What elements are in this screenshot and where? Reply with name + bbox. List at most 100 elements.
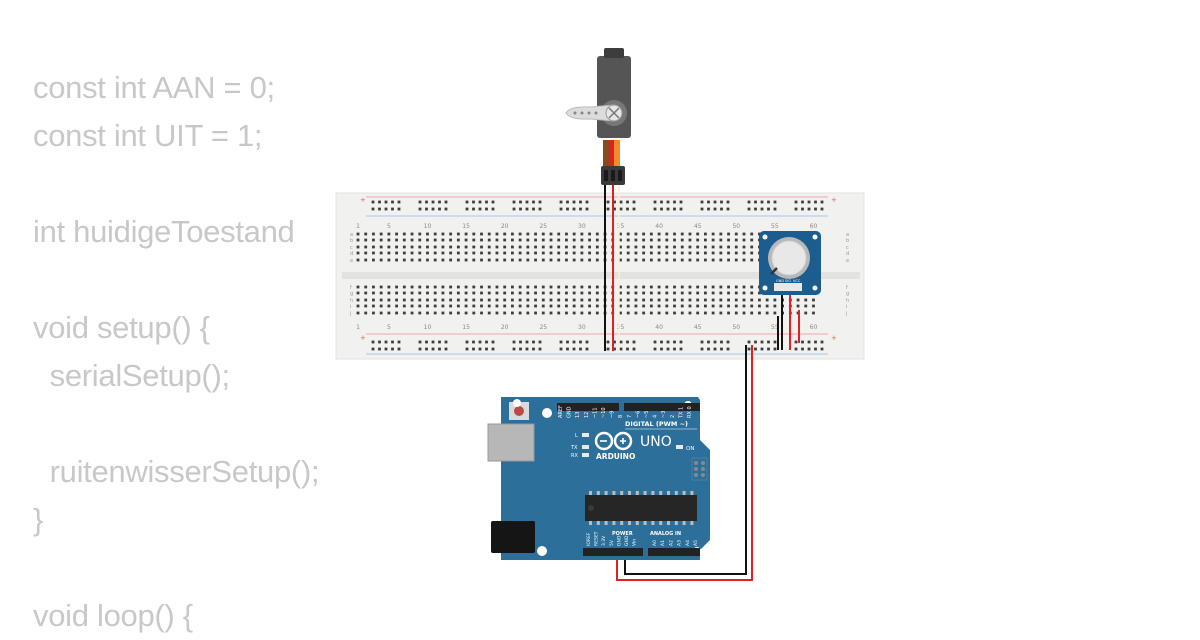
- column-number: 35: [617, 223, 625, 230]
- rail-plus-label: +: [831, 196, 837, 204]
- column-number: 50: [732, 324, 740, 331]
- column-number: 25: [539, 324, 547, 331]
- servo-wire-orange: [614, 140, 620, 170]
- column-number: 50: [732, 223, 740, 230]
- wire-5v-red: [616, 345, 753, 581]
- row-letter: e: [350, 258, 353, 264]
- power-pin-label: 5V: [609, 539, 615, 546]
- row-letter: i: [846, 304, 847, 310]
- analog-pin-label: A2: [668, 540, 674, 546]
- digital-pin-label: ~5: [644, 411, 650, 418]
- potentiometer-knob: [771, 240, 807, 276]
- servo-motor: [565, 48, 631, 185]
- pot-pin-label: GND: [776, 279, 784, 283]
- power-pin-label: Vin: [632, 539, 638, 546]
- code-line: }: [33, 502, 44, 537]
- atmega-chip: [585, 495, 697, 521]
- row-letter: d: [846, 251, 849, 257]
- row-letter: b: [846, 238, 849, 244]
- row-letter: g: [350, 291, 353, 297]
- digital-pin-label: 4: [653, 415, 659, 418]
- power-pin-label: GND: [616, 535, 622, 546]
- digital-pin-label: TX 1: [678, 407, 684, 419]
- row-letter: b: [350, 238, 353, 244]
- wire-gnd-black: [624, 345, 747, 575]
- analog-pin-label: A3: [677, 540, 683, 546]
- code-line: const int AAN = 0;: [33, 70, 275, 105]
- arduino-infinity-logo: [594, 431, 633, 451]
- column-number: 15: [462, 324, 470, 331]
- column-number: 55: [771, 223, 779, 230]
- icsp-header: [691, 457, 708, 481]
- digital-pin-label: AREF: [558, 405, 564, 418]
- rail-plus-label: +: [831, 334, 837, 342]
- digital-pin-label: 12: [584, 412, 590, 418]
- digital-pin-label: ~6: [635, 411, 641, 418]
- power-pin-label: 3.3V: [601, 535, 607, 546]
- on-led-label: ON: [686, 446, 694, 452]
- digital-pin-label: ~10: [601, 407, 607, 418]
- code-line: const int UIT = 1;: [33, 118, 263, 153]
- wires: [604, 184, 800, 581]
- digital-pin-label: 8: [618, 415, 624, 418]
- column-number: 60: [810, 223, 818, 230]
- column-number: 40: [655, 223, 663, 230]
- row-letter: f: [350, 285, 352, 291]
- analog-pin-label: A4: [685, 540, 691, 546]
- analog-pin-label: A0: [652, 540, 658, 546]
- potentiometer-indicator: [770, 267, 778, 275]
- servo-wire-red: [609, 140, 614, 170]
- digital-label: DIGITAL (PWM ~): [625, 420, 688, 428]
- analog-header: [648, 548, 700, 556]
- column-number: 25: [539, 223, 547, 230]
- model-label: UNO: [640, 434, 672, 450]
- digital-pin-label: 7: [627, 415, 633, 418]
- column-number: 40: [655, 324, 663, 331]
- power-header: [583, 548, 643, 556]
- digital-header-left: [557, 403, 619, 411]
- power-pin-label: RESET: [594, 531, 600, 546]
- usb-port: [487, 423, 535, 462]
- row-letter: j: [845, 311, 847, 317]
- power-pin-label: IOREF: [586, 532, 592, 546]
- digital-pin-label: 13: [575, 412, 581, 418]
- column-number: 20: [501, 324, 509, 331]
- column-number: 60: [810, 324, 818, 331]
- analog-pin-label: A5: [693, 540, 699, 546]
- row-letter: f: [846, 285, 848, 291]
- digital-pin-label: RX 0: [687, 406, 693, 418]
- row-letter: a: [350, 232, 353, 238]
- column-number: 45: [694, 324, 702, 331]
- analog-label: ANALOG IN: [650, 531, 681, 537]
- row-letter: h: [846, 298, 849, 304]
- potentiometer-module: GND SIG VCC: [759, 231, 821, 295]
- servo-wire-brown: [603, 140, 609, 170]
- digital-pin-label: ~11: [592, 407, 598, 418]
- row-letter: c: [846, 245, 849, 251]
- brand-label: ARDUINO: [596, 452, 635, 461]
- code-listing: const int AAN = 0;const int UIT = 1;int …: [33, 64, 320, 640]
- pot-pin-label: SIG: [785, 279, 791, 283]
- column-number: 30: [578, 223, 586, 230]
- column-number: 10: [424, 324, 432, 331]
- code-line: void loop() {: [33, 598, 193, 633]
- rail-plus-label: +: [360, 196, 366, 204]
- row-letter: h: [350, 298, 353, 304]
- power-label: POWER: [612, 531, 633, 537]
- breadboard-center-channel: [342, 272, 860, 279]
- digital-header-right: [624, 403, 700, 411]
- digital-pin-label: GND: [567, 406, 573, 418]
- row-letter: j: [349, 311, 351, 317]
- led-rx-label: RX: [571, 453, 578, 459]
- row-letter: e: [846, 258, 849, 264]
- column-number: 1: [356, 324, 360, 331]
- column-number: 15: [462, 223, 470, 230]
- code-line: void setup() {: [33, 310, 210, 345]
